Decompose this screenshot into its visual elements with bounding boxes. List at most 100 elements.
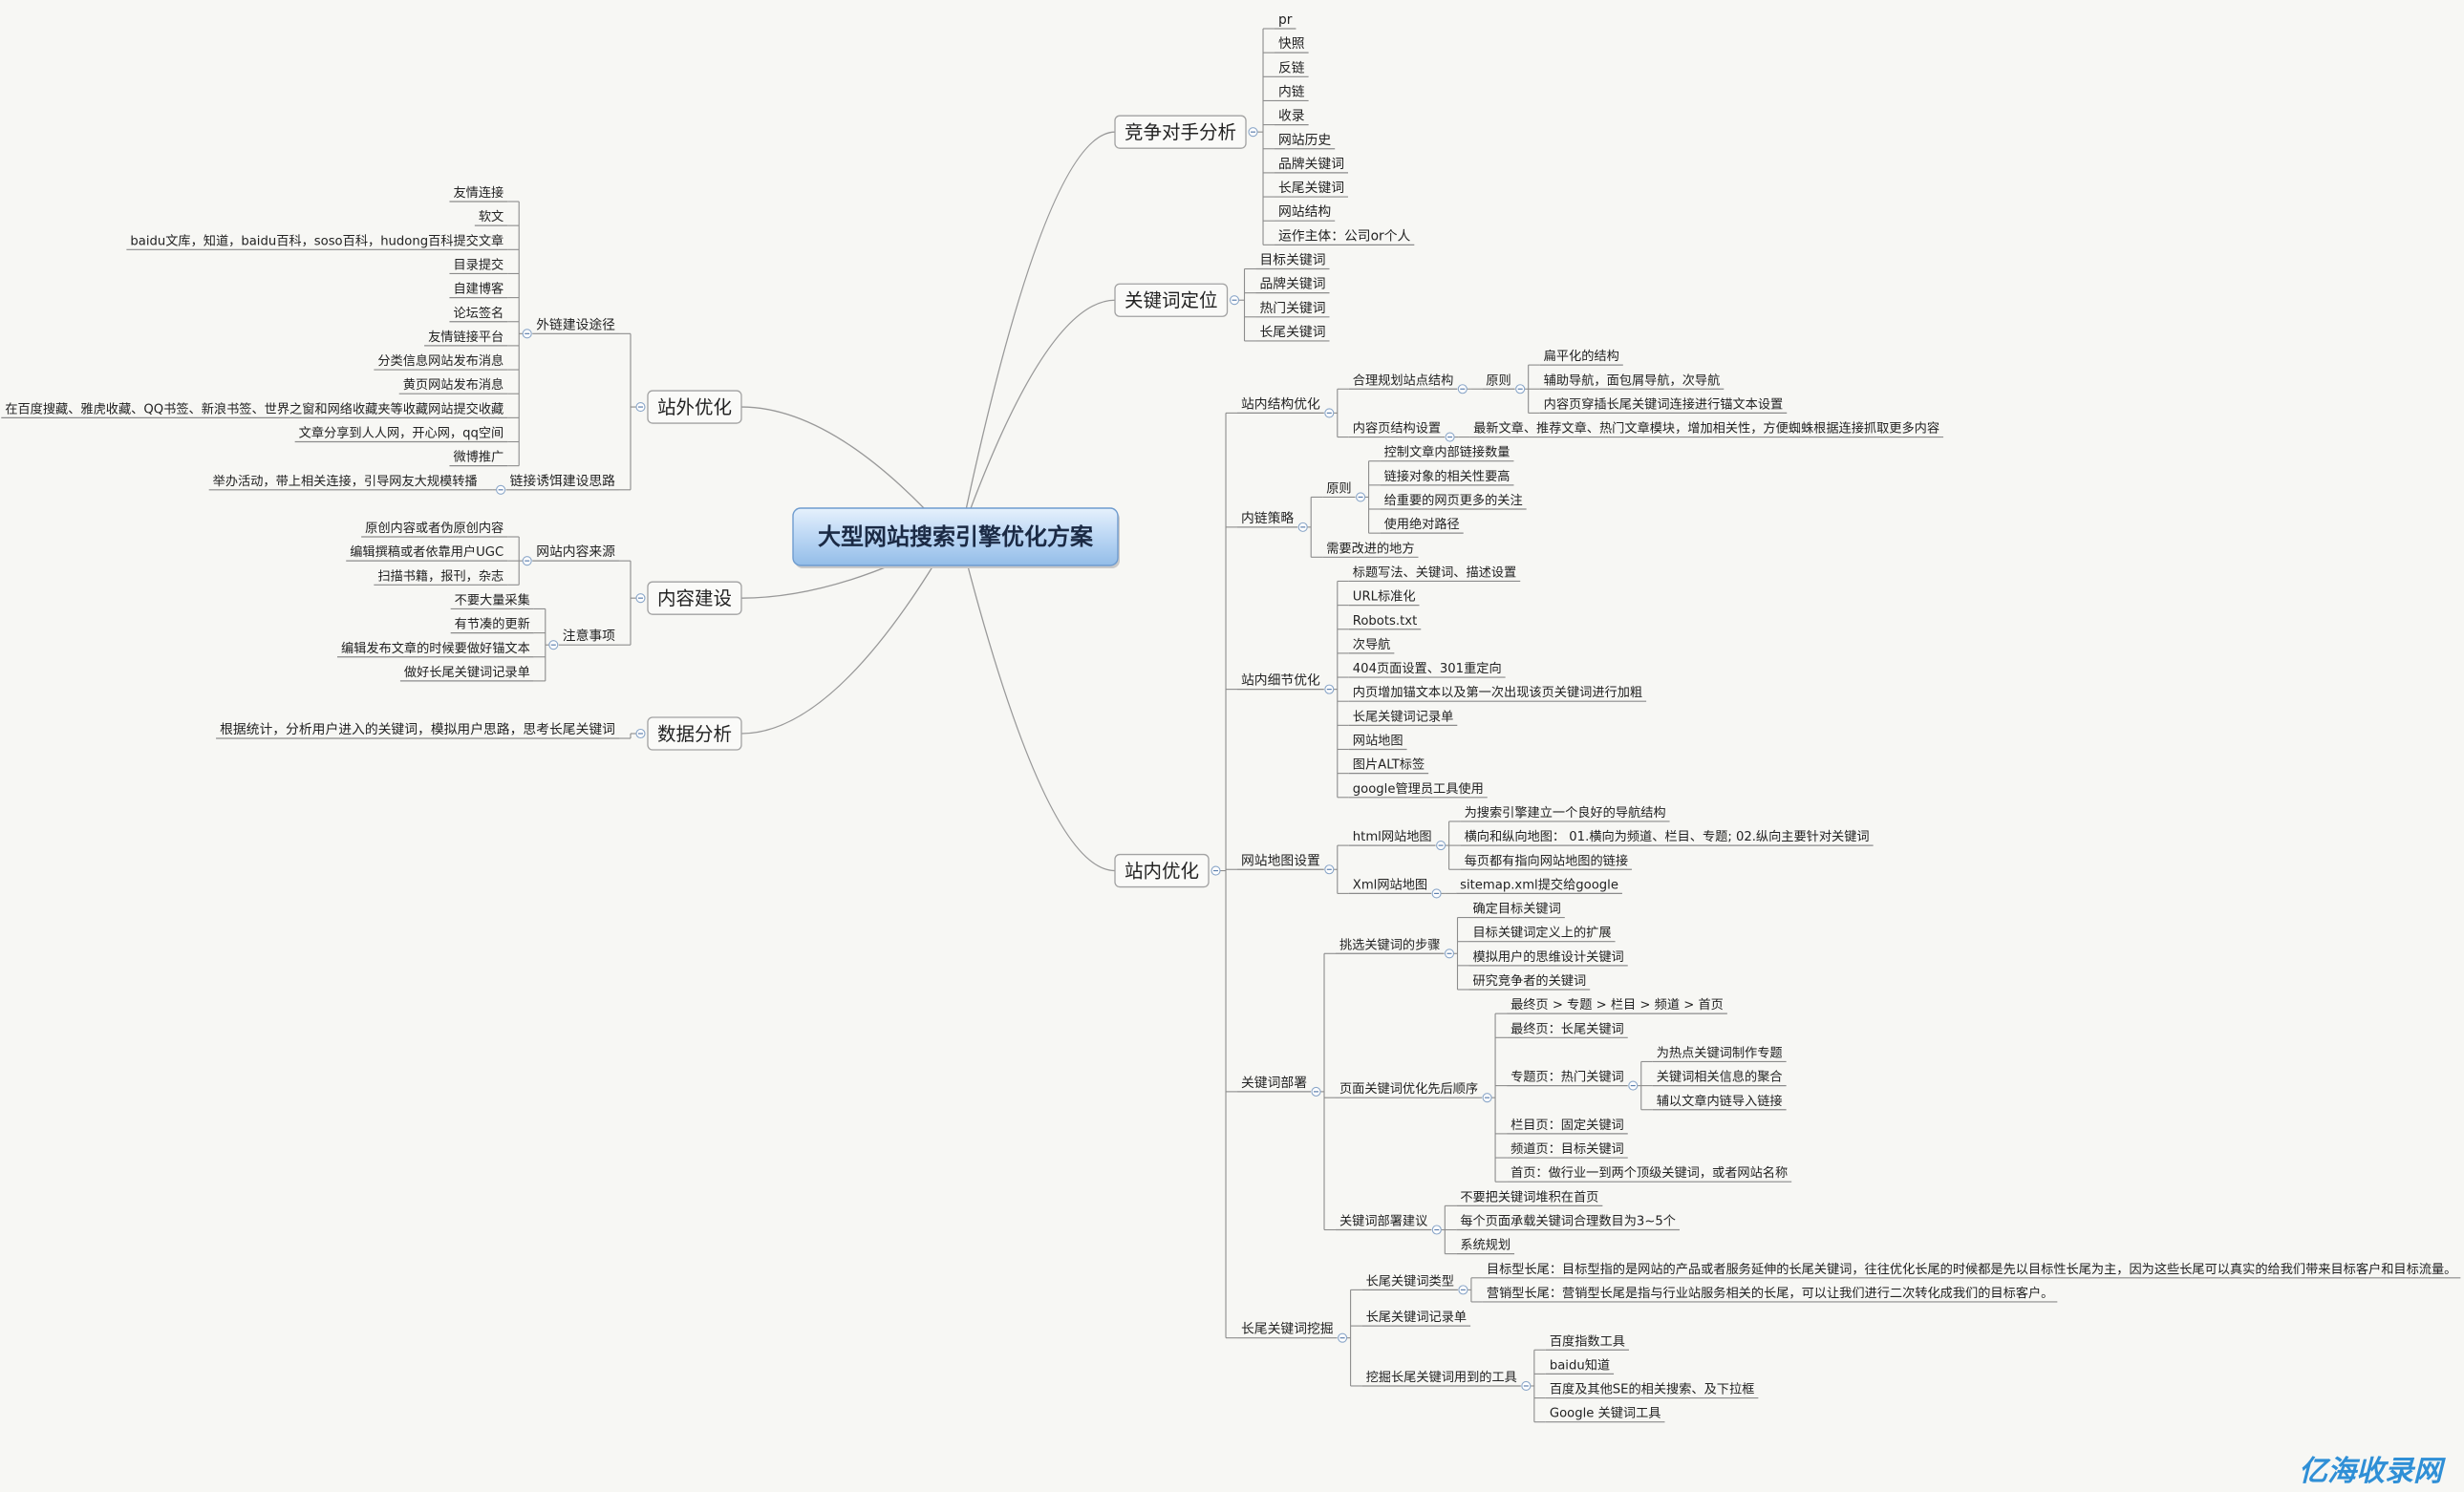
node-right-2-0-0-0-2[interactable]: 内容页穿插长尾关键词连接进行锚文本设置 — [1544, 395, 1784, 412]
node-right-2-3-0-1-01-02[interactable]: 横向和纵向地图： 01.横向为频道、栏目、专题; 02.纵向主要针对关键词 — [1465, 829, 1870, 844]
node-right-2-0-1-0[interactable]: 最新文章、推荐文章、热门文章模块，增加相关性，方便蜘蛛根据连接抓取更多内容 — [1473, 420, 1939, 437]
collapse-icon-right-2-5-2[interactable] — [1521, 1380, 1532, 1392]
node-right-0-4[interactable]: 收录 — [1278, 109, 1305, 124]
node-right-2-3-1-0-sitemap-xml-google[interactable]: sitemap.xml提交给google — [1460, 876, 1618, 892]
node-left-0-0-10-qq[interactable]: 文章分享到人人网，开心网，qq空间 — [299, 425, 504, 441]
node-left-0-0-0[interactable]: 友情连接 — [453, 184, 504, 201]
node-left-1-1-2[interactable]: 编辑发布文章的时候要做好锚文本 — [341, 640, 530, 656]
node-right-2-2[interactable]: 站内细节优化 — [1241, 673, 1320, 689]
node-right-2-4-2-0[interactable]: 不要把关键词堆积在首页 — [1460, 1189, 1598, 1204]
collapse-icon-right-2-4[interactable] — [1311, 1086, 1321, 1097]
node-right-2-4-1-0[interactable]: 最终页 > 专题 > 栏目 > 频道 > 首页 — [1511, 997, 1724, 1012]
collapse-icon-right-2-5-0[interactable] — [1458, 1285, 1468, 1295]
node-right-2-4-1[interactable]: 页面关键词优化先后顺序 — [1339, 1081, 1478, 1097]
node-right-2-4[interactable]: 关键词部署 — [1241, 1076, 1307, 1091]
node-right-2-4-1-2[interactable]: 专题页：热门关键词 — [1511, 1070, 1624, 1085]
node-left-0-0[interactable]: 外链建设途径 — [536, 316, 615, 332]
node-right-2-4-2[interactable]: 关键词部署建议 — [1339, 1214, 1427, 1229]
node-right-2-0-0-0[interactable]: 原则 — [1486, 373, 1511, 388]
node-right-0-1[interactable]: 快照 — [1278, 36, 1305, 52]
node-right-2-5-0-1[interactable]: 营销型长尾：营销型长尾是指与行业站服务相关的长尾，可以让我们进行二次转化成我们的… — [1487, 1285, 2053, 1301]
node-left-0-0-5[interactable]: 论坛签名 — [453, 305, 504, 321]
node-right-2-4-1-3[interactable]: 栏目页：固定关键词 — [1511, 1118, 1624, 1133]
node-left-0-0-4[interactable]: 自建博客 — [453, 281, 504, 297]
node-left-0-0-9-qq[interactable]: 在百度搜藏、雅虎收藏、QQ书签、新浪书签、世界之窗和网络收藏夹等收藏网站提交收藏 — [5, 400, 504, 416]
collapse-icon-right-2-3-1[interactable] — [1431, 888, 1442, 899]
node-right-2-4-1-1[interactable]: 最终页：长尾关键词 — [1511, 1021, 1624, 1036]
node-right-2-4-1-4[interactable]: 频道页：目标关键词 — [1511, 1141, 1624, 1157]
node-right-2-4-0-0[interactable]: 确定目标关键词 — [1473, 902, 1561, 917]
node-right-2-2-2-robots-txt[interactable]: Robots.txt — [1353, 614, 1417, 629]
node-right-0-8[interactable]: 网站结构 — [1278, 204, 1331, 220]
collapse-icon-right-0[interactable] — [1248, 127, 1258, 138]
node-left-0-1-0[interactable]: 举办活动，带上相关连接，引导网友大规模转播 — [213, 473, 478, 489]
node-left-1-0-0[interactable]: 原创内容或者伪原创内容 — [365, 520, 504, 536]
collapse-icon-left-1-0[interactable] — [522, 556, 532, 566]
collapse-icon-left-0-0[interactable] — [522, 329, 532, 339]
collapse-icon-right-2[interactable] — [1211, 865, 1221, 876]
node-left-0-0-6[interactable]: 友情链接平台 — [428, 329, 504, 345]
collapse-icon-right-2-2[interactable] — [1324, 684, 1335, 694]
node-right-2-5-0[interactable]: 长尾关键词类型 — [1366, 1273, 1454, 1289]
node-right-2-2-1-url[interactable]: URL标准化 — [1353, 589, 1416, 605]
node-right-2-1-0[interactable]: 原则 — [1326, 480, 1351, 496]
collapse-icon-left-0[interactable] — [635, 402, 646, 413]
node-right-2-3[interactable]: 网站地图设置 — [1241, 853, 1320, 868]
node-right-2-4-1-2-0[interactable]: 为热点关键词制作专题 — [1657, 1045, 1783, 1060]
node-right-2-2-9-google[interactable]: google管理员工具使用 — [1353, 780, 1484, 797]
root-topic[interactable]: 大型网站搜索引擎优化方案 — [792, 507, 1120, 568]
node-right-0-3[interactable]: 内链 — [1278, 84, 1305, 99]
collapse-icon-right-2-3-0[interactable] — [1436, 841, 1446, 851]
node-left-0-0-11[interactable]: 微博推广 — [453, 450, 504, 465]
node-right-2-2-0[interactable]: 标题写法、关键词、描述设置 — [1353, 565, 1516, 580]
node-right-2-4-1-2-1[interactable]: 关键词相关信息的聚合 — [1657, 1069, 1783, 1085]
collapse-icon-right-1[interactable] — [1229, 295, 1240, 306]
collapse-icon-right-2-4-1[interactable] — [1482, 1093, 1492, 1103]
node-right-2-0-1[interactable]: 内容页结构设置 — [1353, 420, 1441, 437]
node-left-1-0[interactable]: 网站内容来源 — [536, 544, 615, 560]
node-right-2-2-4-404-301[interactable]: 404页面设置、301重定向 — [1353, 661, 1502, 676]
node-right-2-3-1-xml[interactable]: Xml网站地图 — [1353, 877, 1427, 892]
node-right-2-3-0-2[interactable]: 每页都有指向网站地图的链接 — [1465, 852, 1628, 868]
node-right-2-2-5[interactable]: 内页增加锚文本以及第一次出现该页关键词进行加粗 — [1353, 684, 1642, 700]
node-right-2-4-0-3[interactable]: 研究竞争者的关键词 — [1473, 972, 1587, 989]
node-right-0-2[interactable]: 反链 — [1278, 60, 1305, 75]
node-right-2-5-2-0[interactable]: 百度指数工具 — [1550, 1333, 1625, 1349]
node-right-2-5[interactable]: 长尾关键词挖掘 — [1241, 1322, 1334, 1337]
collapse-icon-right-2-1[interactable] — [1297, 522, 1308, 532]
collapse-icon-right-2-4-2[interactable] — [1431, 1225, 1442, 1235]
node-right-0-5[interactable]: 网站历史 — [1278, 133, 1331, 148]
node-left-1-1[interactable]: 注意事项 — [563, 628, 615, 644]
collapse-icon-left-1-1[interactable] — [548, 640, 559, 650]
topic-left-0[interactable]: 站外优化 — [647, 390, 742, 424]
collapse-icon-right-2-3[interactable] — [1324, 864, 1335, 875]
node-right-2-1-0-1[interactable]: 链接对象的相关性要高 — [1384, 468, 1511, 484]
node-right-2-1[interactable]: 内链策略 — [1241, 510, 1294, 526]
node-right-2-4-0-2[interactable]: 模拟用户的思维设计关键词 — [1473, 948, 1624, 965]
collapse-icon-right-2-5[interactable] — [1338, 1332, 1348, 1343]
collapse-icon-right-2-4-0[interactable] — [1444, 948, 1455, 959]
node-right-2-2-8-alt[interactable]: 图片ALT标签 — [1353, 757, 1425, 773]
node-left-1-1-0[interactable]: 不要大量采集 — [455, 592, 530, 607]
node-right-1-3[interactable]: 长尾关键词 — [1260, 325, 1326, 340]
node-right-1-0[interactable]: 目标关键词 — [1260, 253, 1326, 268]
node-left-1-0-2[interactable]: 扫描书籍，报刊，杂志 — [377, 567, 504, 584]
node-left-0-0-3[interactable]: 目录提交 — [453, 256, 504, 272]
node-left-0-0-8[interactable]: 黄页网站发布消息 — [403, 376, 504, 393]
node-right-2-3-0-0[interactable]: 为搜索引擎建立一个良好的导航结构 — [1465, 805, 1666, 821]
node-right-2-5-2[interactable]: 挖掘长尾关键词用到的工具 — [1366, 1370, 1517, 1385]
topic-left-1[interactable]: 内容建设 — [647, 581, 742, 615]
node-right-2-1-0-3[interactable]: 使用绝对路径 — [1384, 516, 1460, 532]
node-left-0-0-2-baidu-baidu-soso-hudong[interactable]: baidu文库，知道，baidu百科，soso百科，hudong百科提交文章 — [130, 232, 504, 248]
node-right-2-5-2-3-google[interactable]: Google 关键词工具 — [1550, 1406, 1661, 1421]
node-right-2-2-6[interactable]: 长尾关键词记录单 — [1353, 709, 1454, 724]
node-right-2-2-3[interactable]: 次导航 — [1353, 637, 1391, 652]
collapse-icon-left-0-1[interactable] — [496, 484, 506, 495]
node-right-0-7[interactable]: 长尾关键词 — [1278, 181, 1344, 196]
node-right-2-5-2-1-baidu[interactable]: baidu知道 — [1550, 1356, 1610, 1373]
topic-left-2[interactable]: 数据分析 — [647, 716, 742, 751]
node-right-2-0-0[interactable]: 合理规划站点结构 — [1353, 373, 1454, 388]
node-right-2-3-0-html[interactable]: html网站地图 — [1353, 829, 1432, 844]
node-right-1-1[interactable]: 品牌关键词 — [1260, 276, 1326, 292]
node-right-2-5-2-2-se[interactable]: 百度及其他SE的相关搜索、及下拉框 — [1550, 1382, 1755, 1397]
